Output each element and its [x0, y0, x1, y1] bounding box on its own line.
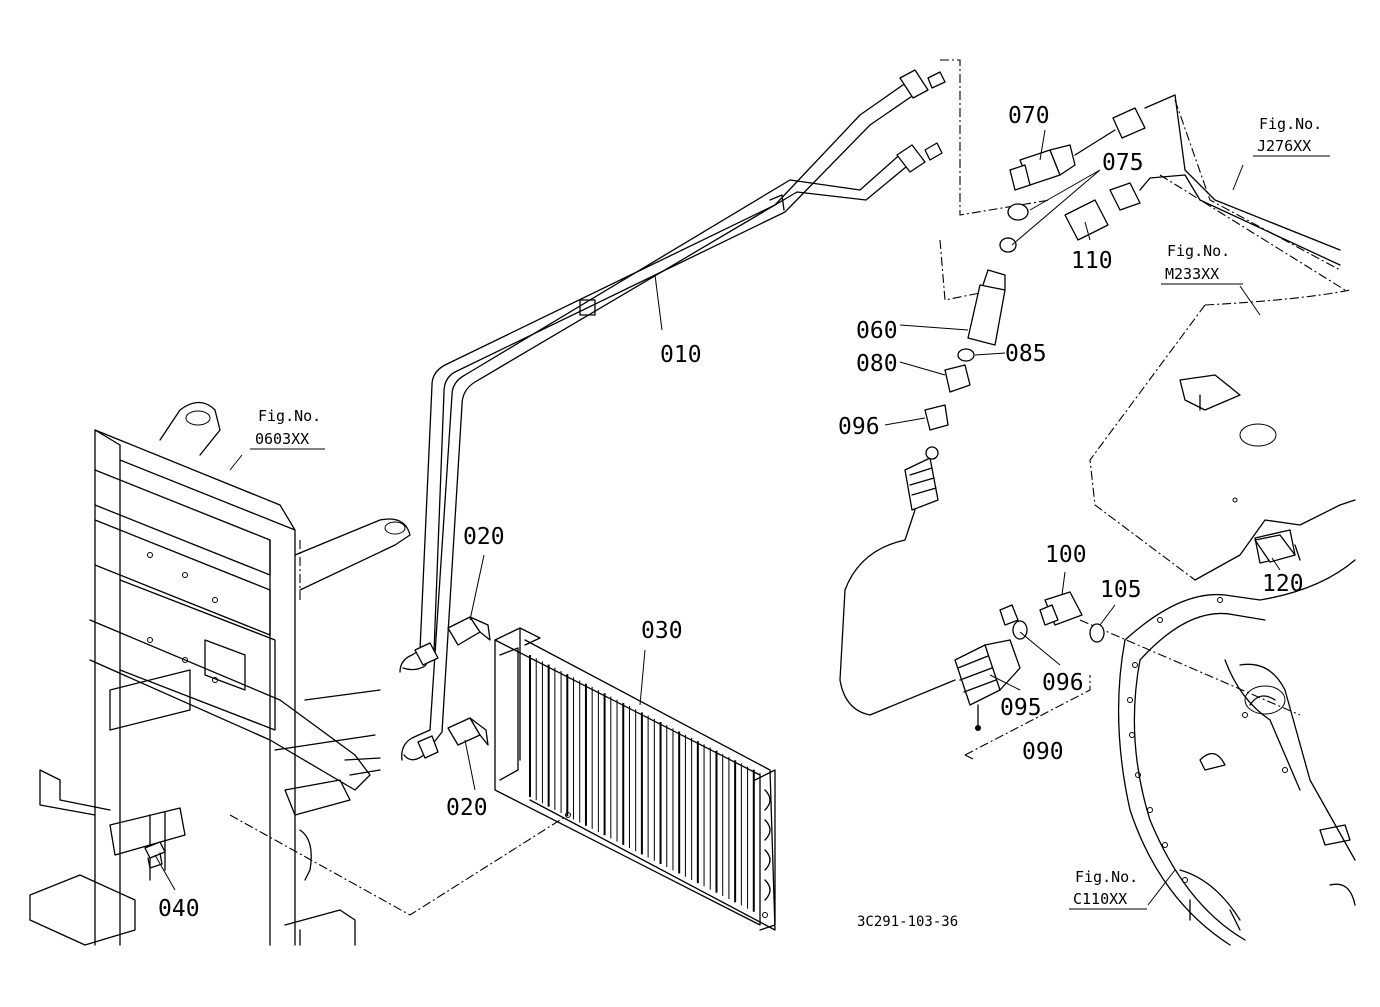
fig-ref-j276[interactable]: Fig.No. J276XX	[1253, 115, 1330, 157]
fig-ref-j276-code: J276XX	[1257, 137, 1311, 155]
elbow-020-upper-icon	[447, 616, 491, 646]
housing-c110	[1117, 559, 1356, 946]
label-085: 085	[1005, 341, 1047, 367]
label-096-lower: 096	[1042, 670, 1084, 696]
label-040: 040	[158, 896, 200, 922]
fig-ref-c110[interactable]: Fig.No. C110XX	[1069, 868, 1147, 910]
label-095: 095	[1000, 695, 1042, 721]
label-105: 105	[1100, 577, 1142, 603]
svg-text:Fig.No.: Fig.No.	[1259, 115, 1322, 133]
label-010: 010	[660, 342, 702, 368]
part-labels: 010 020 020 030 040 060 070 075 080 085 …	[158, 103, 1304, 922]
lower-valve-group	[954, 591, 1105, 731]
svg-text:Fig.No.: Fig.No.	[1167, 242, 1230, 260]
label-020-upper: 020	[463, 524, 505, 550]
housing-bolt-holes	[1127, 597, 1288, 883]
label-020-lower: 020	[446, 795, 488, 821]
svg-text:Fig.No.: Fig.No.	[258, 407, 321, 425]
plate-m233	[1089, 289, 1356, 581]
pipe-assembly-010	[399, 69, 946, 761]
label-100: 100	[1045, 542, 1087, 568]
fig-ref-m233[interactable]: Fig.No. M233XX	[1161, 242, 1243, 285]
routing-lines	[229, 59, 1346, 916]
diagram-code: 3C291-103-36	[857, 914, 958, 930]
leader-lines	[154, 129, 1281, 906]
cooler-fins	[529, 655, 761, 915]
svg-text:Fig.No.: Fig.No.	[1075, 868, 1138, 886]
label-070: 070	[1008, 103, 1050, 129]
frame-assembly	[29, 401, 411, 946]
label-075: 075	[1102, 150, 1144, 176]
label-096-upper: 096	[838, 414, 880, 440]
label-110: 110	[1071, 248, 1113, 274]
elbow-020-lower-icon	[447, 717, 489, 746]
fig-ref-0603[interactable]: Fig.No. 0603XX	[250, 407, 325, 450]
label-090: 090	[1022, 739, 1064, 765]
part-120-icon	[1254, 534, 1301, 563]
label-030: 030	[641, 618, 683, 644]
fig-ref-0603-code: 0603XX	[255, 430, 309, 448]
oil-cooler-030	[494, 627, 776, 931]
fig-ref-c110-code: C110XX	[1073, 890, 1127, 908]
bolt-040-icon	[144, 841, 166, 869]
label-080: 080	[856, 351, 898, 377]
figure-references: Fig.No. J276XX Fig.No. M233XX Fig.No. 06…	[250, 115, 1330, 910]
fig-ref-m233-code: M233XX	[1165, 265, 1219, 283]
group-090-bracket	[964, 754, 976, 761]
label-060: 060	[856, 318, 898, 344]
valve-stack	[839, 94, 1341, 716]
label-120: 120	[1262, 571, 1304, 597]
